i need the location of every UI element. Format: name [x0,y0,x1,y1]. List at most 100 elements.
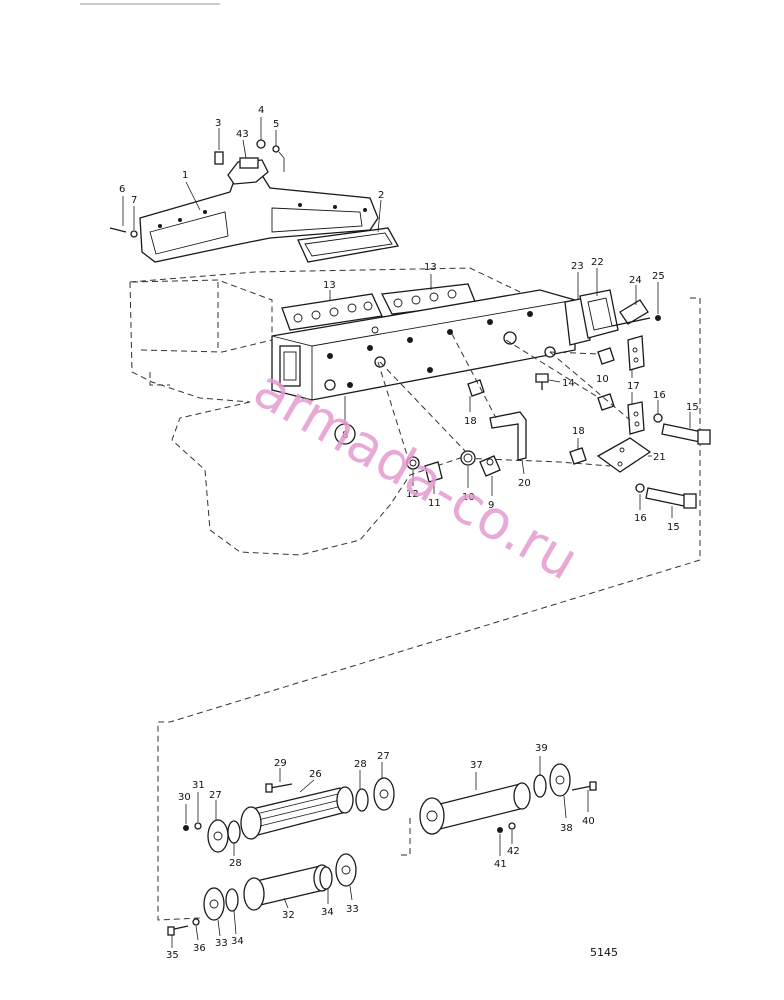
pipe-32 [243,864,331,911]
engine-block-outline [129,267,701,921]
washer-28-left [227,820,241,844]
label-15b: 15 [667,522,680,533]
label-27a: 27 [377,751,390,762]
manifold-gasket [297,227,400,263]
label-15a: 15 [686,402,699,413]
bolt-29 [265,783,293,793]
flange-38 [549,763,571,797]
label-33b: 33 [215,938,228,949]
exhaust-manifold-upper [139,157,379,263]
label-2: 2 [378,190,384,201]
washer-31 [194,822,202,830]
flange-33-right [335,853,357,887]
label-18a: 18 [464,416,477,427]
flange-27-right [373,777,395,811]
flange-22-23 [564,289,619,346]
label-24: 24 [629,275,642,286]
label-26: 26 [309,769,322,780]
nut-25 [655,282,661,321]
label-38: 38 [560,823,573,834]
label-13a: 13 [323,280,336,291]
compensator-pipe-26 [240,786,354,840]
bolt-3 [214,128,224,165]
washer-7 [130,206,138,238]
bracket-20 [489,411,527,461]
label-20: 20 [518,478,531,489]
label-25: 25 [652,271,665,282]
nut-41 [497,827,503,833]
bolt-4 [256,117,266,149]
washer-28-right [355,788,369,812]
bolt-6 [109,196,127,233]
label-18b: 18 [572,426,585,437]
flange-27-left [207,819,229,853]
nut-5 [272,130,285,172]
label-9: 9 [488,500,494,511]
sleeve-10-upper [597,347,615,411]
label-43: 43 [236,129,249,140]
label-11: 11 [428,498,441,509]
label-34b: 34 [231,936,244,947]
label-29: 29 [274,758,287,769]
label-16b: 16 [634,513,647,524]
label-14: 14 [562,378,575,389]
label-34a: 34 [321,907,334,918]
label-27b: 27 [209,790,222,801]
label-37: 37 [470,760,483,771]
bolt-15-upper [661,423,711,445]
cover-plate-21 [596,437,652,473]
washer-16-upper [653,413,663,423]
washer-34-right [319,866,333,890]
sleeve-18 [467,379,587,465]
label-28b: 28 [229,858,242,869]
label-12: 12 [406,489,419,500]
flange-33-left [203,887,225,921]
label-36: 36 [193,943,206,954]
washer-39 [533,774,547,798]
label-31: 31 [192,780,205,791]
label-4: 4 [258,105,264,116]
exhaust-manifold-lower [271,289,576,401]
label-16a: 16 [653,390,666,401]
washer-34-left [225,888,239,912]
label-35: 35 [166,950,179,961]
label-41: 41 [494,859,507,870]
label-32: 32 [282,910,295,921]
label-5: 5 [273,119,279,130]
watermark: armada-co.ru [244,357,589,593]
cylinder-head-gasket-left [281,293,383,331]
bolt-24 [611,299,651,327]
label-22: 22 [591,257,604,268]
sleeve-10-lower [460,450,476,466]
label-6: 6 [119,184,125,195]
label-10a: 10 [596,374,609,385]
pipe-37 [419,782,531,835]
washer-12 [406,456,420,470]
part-labels: 1 2 3 4 5 6 7 43 13 13 8 23 22 24 25 10 … [119,105,699,961]
plug-9 [479,455,501,477]
label-21: 21 [653,452,666,463]
bolt-35 [167,925,189,936]
label-10b: 10 [462,492,475,503]
nut-30 [183,825,189,831]
label-23: 23 [571,261,584,272]
label-33a: 33 [346,904,359,915]
bolt-15-lower [645,487,697,509]
washer-16-lower [635,483,645,493]
label-3: 3 [215,118,221,129]
label-8: 8 [342,430,348,441]
label-13b: 13 [424,262,437,273]
stud-14 [535,373,549,390]
plug-11 [424,461,443,483]
bracket-17 [627,335,645,435]
bolt-40 [571,781,597,791]
label-39: 39 [535,743,548,754]
label-1: 1 [182,170,188,181]
label-42: 42 [507,846,520,857]
label-17: 17 [627,381,640,392]
label-40: 40 [582,816,595,827]
washer-42 [508,822,516,830]
label-28a: 28 [354,759,367,770]
washer-36 [192,918,200,926]
